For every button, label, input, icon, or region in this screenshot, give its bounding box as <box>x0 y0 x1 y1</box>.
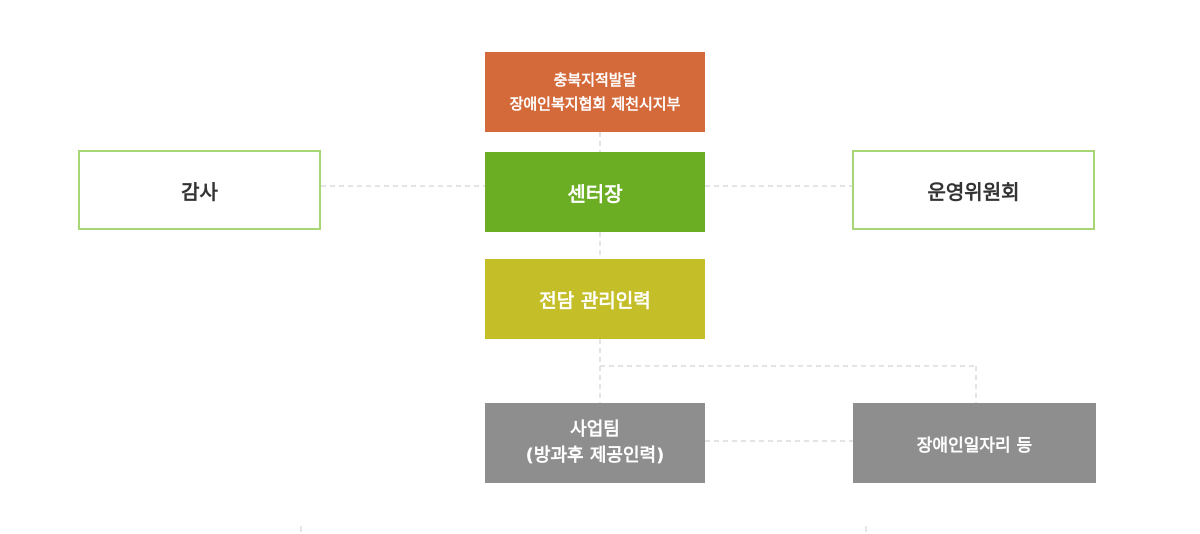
root-line-2: 장애인복지협회 제천시지부 <box>509 95 681 113</box>
dedicated-staff-box: 전담 관리인력 <box>485 259 705 339</box>
project-team-line-2: (방과후 제공인력) <box>525 445 665 466</box>
center-director-box: 센터장 <box>485 152 705 232</box>
root-line-1: 충북지적발달 <box>553 71 637 89</box>
dedicated-staff-label: 전담 관리인력 <box>539 289 651 312</box>
operating-committee-label: 운영위원회 <box>927 179 1020 204</box>
disability-jobs-box: 장애인일자리 등 <box>853 403 1096 483</box>
project-team-box: 사업팀 (방과후 제공인력) <box>485 403 705 483</box>
disability-jobs-label: 장애인일자리 등 <box>916 435 1033 456</box>
audit-box: 감사 <box>78 150 321 230</box>
operating-committee-box: 운영위원회 <box>852 150 1095 230</box>
center-director-label: 센터장 <box>567 181 623 206</box>
project-team-line-1: 사업팀 <box>570 419 620 440</box>
audit-label: 감사 <box>181 179 218 204</box>
root-organization-box: 충북지적발달 장애인복지협회 제천시지부 <box>485 52 705 132</box>
